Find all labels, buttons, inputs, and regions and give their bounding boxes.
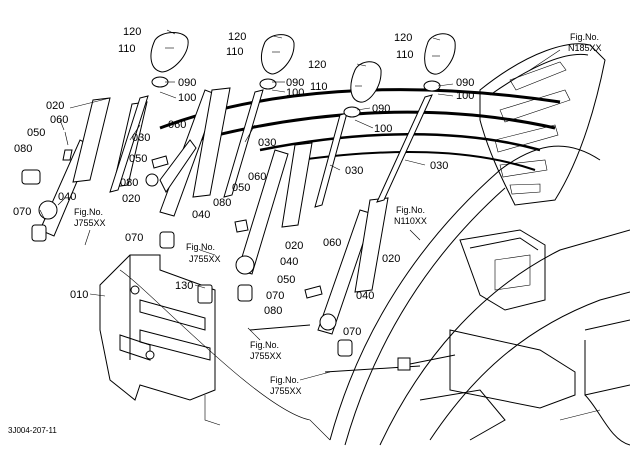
label-040-d: 040 bbox=[356, 290, 374, 302]
label-090-a: 090 bbox=[178, 77, 196, 89]
label-040-c: 040 bbox=[280, 256, 298, 268]
label-050-c: 050 bbox=[232, 182, 250, 194]
label-030-b: 030 bbox=[258, 137, 276, 149]
label-020-c: 020 bbox=[285, 240, 303, 252]
fig-ref-n185-number: N185XX bbox=[568, 43, 602, 53]
fig-ref-j755-2-number: J755XX bbox=[189, 254, 221, 264]
fig-ref-n110-title: Fig.No. bbox=[396, 205, 425, 215]
control-cable bbox=[249, 324, 456, 373]
label-120-c: 120 bbox=[308, 59, 326, 71]
curved-plate-part bbox=[479, 43, 606, 206]
label-110-b: 110 bbox=[226, 46, 244, 58]
label-100-a: 100 bbox=[178, 92, 196, 104]
label-060-d: 060 bbox=[323, 237, 341, 249]
fig-ref-j755-4-title: Fig.No. bbox=[270, 375, 299, 385]
label-030-d: 030 bbox=[430, 160, 448, 172]
label-090-d: 090 bbox=[456, 77, 474, 89]
label-060-a: 060 bbox=[50, 114, 68, 126]
label-020-d: 020 bbox=[382, 253, 400, 265]
label-040-a: 040 bbox=[58, 191, 76, 203]
label-050-d: 050 bbox=[277, 274, 295, 286]
fig-ref-j755-3-number: J755XX bbox=[250, 351, 282, 361]
label-030-a: 030 bbox=[132, 132, 150, 144]
label-120-d: 120 bbox=[394, 32, 412, 44]
label-090-b: 090 bbox=[286, 77, 304, 89]
label-030-c: 030 bbox=[345, 165, 363, 177]
label-130: 130 bbox=[175, 280, 193, 292]
label-060-b: 060 bbox=[168, 119, 186, 131]
fig-ref-j755-2-title: Fig.No. bbox=[186, 242, 215, 252]
label-070-b: 070 bbox=[125, 232, 143, 244]
diagram-code: 3J004-207-11 bbox=[8, 426, 57, 435]
label-080-d: 080 bbox=[264, 305, 282, 317]
label-050-a: 050 bbox=[27, 127, 45, 139]
label-110-a: 110 bbox=[118, 43, 136, 55]
label-110-c: 110 bbox=[310, 81, 328, 93]
rods-030 bbox=[109, 89, 433, 208]
bracket-010 bbox=[99, 254, 216, 401]
figure-references: Fig.No. N185XX Fig.No. J755XX Fig.No. J7… bbox=[74, 32, 602, 396]
label-080-a: 080 bbox=[14, 143, 32, 155]
label-070-d: 070 bbox=[343, 326, 361, 338]
knobs-110 bbox=[150, 32, 456, 118]
fig-ref-j755-1-number: J755XX bbox=[74, 218, 106, 228]
label-100-d: 100 bbox=[456, 90, 474, 102]
label-120-a: 120 bbox=[123, 26, 141, 38]
label-120-b: 120 bbox=[228, 31, 246, 43]
label-060-c: 060 bbox=[248, 171, 266, 183]
fig-ref-n110-number: N110XX bbox=[394, 216, 427, 226]
label-100-c: 100 bbox=[374, 123, 392, 135]
label-020-a: 020 bbox=[46, 100, 64, 112]
fig-ref-j755-3-title: Fig.No. bbox=[250, 340, 279, 350]
label-070-a: 070 bbox=[13, 206, 31, 218]
label-020-b: 020 bbox=[122, 193, 140, 205]
label-080-c: 080 bbox=[213, 197, 231, 209]
part-number-labels: 120 110 120 110 120 110 120 110 090 100 … bbox=[13, 26, 474, 338]
label-070-c: 070 bbox=[266, 290, 284, 302]
label-090-c: 090 bbox=[372, 103, 390, 115]
label-100-b: 100 bbox=[286, 87, 304, 99]
fig-ref-n185-title: Fig.No. bbox=[570, 32, 599, 42]
label-080-b: 080 bbox=[120, 177, 138, 189]
fig-ref-j755-1-title: Fig.No. bbox=[74, 207, 103, 217]
label-010: 010 bbox=[70, 289, 88, 301]
label-040-b: 040 bbox=[192, 209, 210, 221]
leader-lines bbox=[39, 29, 561, 441]
lever-assembly-4 bbox=[304, 197, 389, 357]
machine-body-outline bbox=[329, 145, 630, 446]
lever-assembly-3 bbox=[234, 142, 313, 302]
fig-ref-j755-4-number: J755XX bbox=[270, 386, 302, 396]
label-050-b: 050 bbox=[129, 153, 147, 165]
lever-assembly-2 bbox=[145, 87, 231, 249]
label-110-d: 110 bbox=[396, 49, 414, 61]
